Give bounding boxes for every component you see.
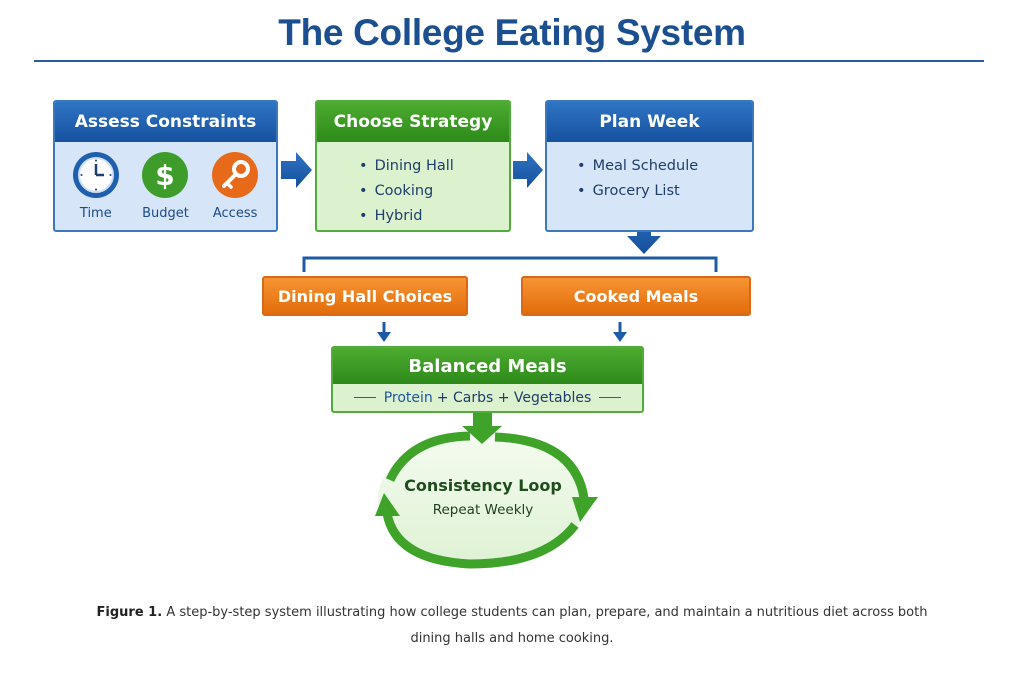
nutrient-line: Protein + Carbs + Vegetables [333, 384, 642, 411]
figure-caption: Figure 1. A step-by-step system illustra… [80, 600, 944, 652]
dining-hall-choices-box: Dining Hall Choices [262, 276, 468, 316]
plan-list: Meal Schedule Grocery List [547, 142, 752, 204]
plan-week-box: Plan Week Meal Schedule Grocery List [545, 100, 754, 232]
assess-constraints-box: Assess Constraints Time $ Budget [53, 100, 278, 232]
dollar-icon: $ [142, 152, 189, 198]
arrow-assess-to-strategy [281, 152, 312, 188]
dash-right [599, 397, 622, 398]
nutrient-protein: Protein [383, 389, 433, 406]
list-item: Grocery List [577, 179, 752, 204]
loop-arc-top-left [385, 431, 471, 483]
list-item: Dining Hall [359, 154, 509, 179]
choose-strategy-title: Choose Strategy [317, 102, 509, 142]
constraint-time: Time [62, 152, 130, 221]
nutrient-rest: + Carbs + Vegetables [436, 389, 592, 406]
arrow-strategy-to-plan [513, 152, 543, 188]
constraint-access-label: Access [212, 206, 258, 221]
choose-strategy-box: Choose Strategy Dining Hall Cooking Hybr… [315, 100, 511, 232]
assess-constraints-title: Assess Constraints [55, 102, 276, 142]
loop-arc-right [494, 432, 589, 499]
caption-line-2: dining halls and home cooking. [410, 631, 614, 646]
clock-icon [72, 152, 119, 198]
consistency-loop-subtitle: Repeat Weekly [432, 502, 534, 518]
title-divider [34, 60, 984, 62]
key-icon [212, 152, 259, 198]
balanced-meals-title: Balanced Meals [333, 348, 642, 384]
constraint-time-label: Time [79, 206, 112, 221]
caption-line-1: A step-by-step system illustrating how c… [166, 605, 928, 620]
list-item: Cooking [359, 179, 509, 204]
constraint-budget-label: Budget [142, 206, 189, 221]
constraint-budget: $ Budget [131, 152, 199, 221]
consistency-loop-ellipse [378, 435, 588, 561]
balanced-meals-box: Balanced Meals Protein + Carbs + Vegetab… [331, 346, 644, 413]
loop-arc-left [382, 512, 579, 569]
cooked-meals-box: Cooked Meals [521, 276, 751, 316]
constraint-access: Access [201, 152, 269, 221]
list-item: Meal Schedule [577, 154, 752, 179]
page-title: The College Eating System [278, 12, 746, 53]
list-item: Hybrid [359, 204, 509, 229]
svg-text:$: $ [156, 159, 175, 192]
arrow-balanced-to-loop [462, 413, 502, 444]
consistency-loop-title: Consistency Loop [404, 476, 562, 495]
plan-week-title: Plan Week [547, 102, 752, 142]
strategy-list: Dining Hall Cooking Hybrid [317, 142, 509, 229]
branch-bracket [302, 256, 718, 272]
figure-label: Figure 1. [96, 605, 163, 620]
dash-left [353, 397, 376, 398]
